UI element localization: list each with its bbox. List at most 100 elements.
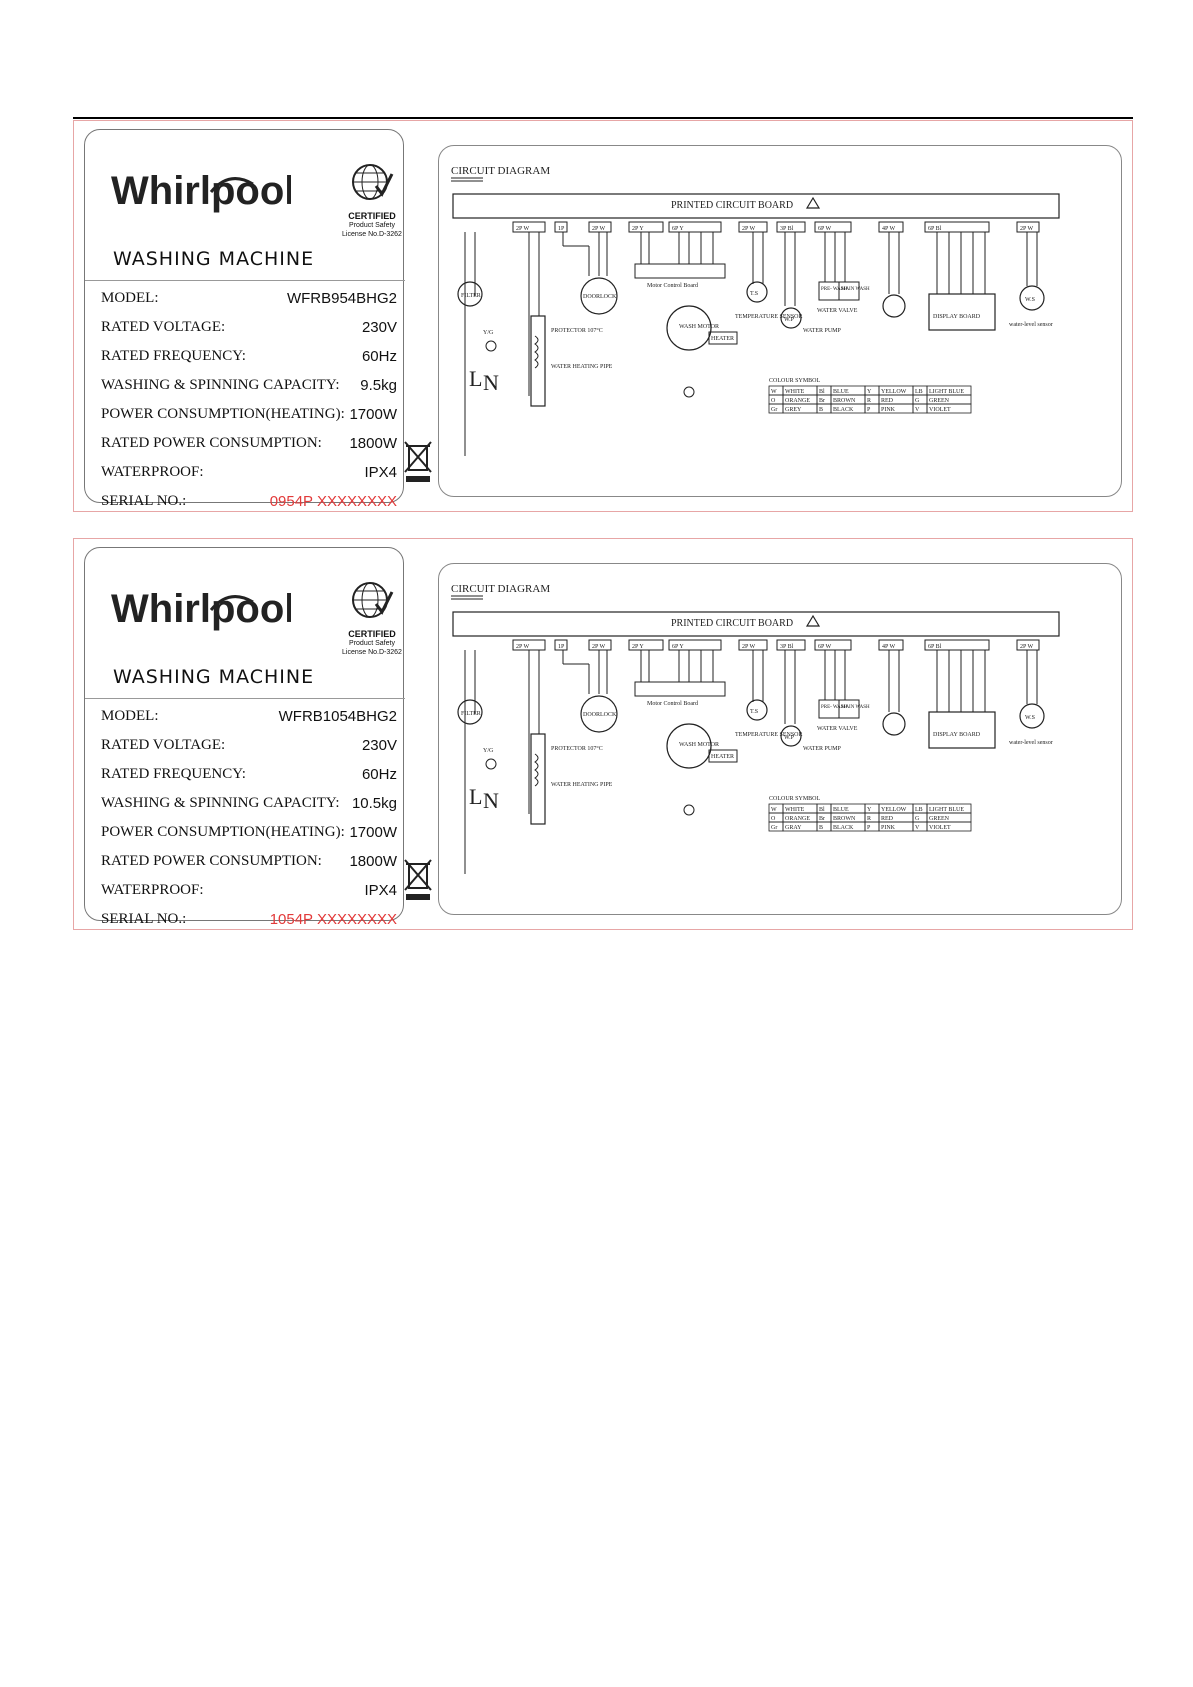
connector-label: 3P Bl — [780, 644, 794, 650]
spec-value: 230V — [361, 737, 397, 754]
colour-cell-text: GREEN — [929, 398, 950, 404]
connector-label: 6P Y — [672, 226, 684, 232]
colour-symbol-title: COLOUR SYMBOL — [769, 796, 821, 802]
temp-sensor-symbol — [746, 281, 768, 303]
ws-sensor-symbol — [882, 712, 906, 736]
ts-label: T.S — [750, 709, 758, 715]
display-board-box — [928, 711, 996, 749]
spec-row: MODEL:WFRB1054BHG2 — [101, 708, 397, 732]
colour-cell-text: G — [915, 816, 920, 822]
connector-label: 3P Bl — [780, 226, 794, 232]
spec-separator — [85, 698, 405, 699]
colour-cell-text: PINK — [881, 825, 896, 831]
nameplate: Whirlpool WASHING MACHINE CERTIFIED Prod… — [84, 547, 432, 928]
spec-row: MODEL:WFRB954BHG2 — [101, 290, 397, 314]
mainwash-label: MAIN WASH — [841, 705, 870, 710]
filter-symbol — [457, 699, 483, 725]
connector-label: 1P — [558, 644, 565, 650]
spec-value: WFRB1054BHG2 — [278, 708, 397, 725]
colour-cell-text: Gr — [771, 407, 777, 413]
board-label: PRINTED CIRCUIT BOARD — [671, 618, 793, 629]
spec-key: POWER CONSUMPTION(HEATING): — [101, 824, 345, 840]
spec-separator — [85, 280, 405, 281]
colour-cell-text: VIOLET — [929, 825, 951, 831]
svg-text:Whirlpool: Whirlpool — [111, 169, 291, 213]
colour-cell-text: BLUE — [833, 807, 849, 813]
connector-label: 2P W — [592, 226, 606, 232]
water-valve-label: WATER VALVE — [817, 308, 858, 314]
live-terminal: L — [469, 784, 482, 809]
colour-cell-text: G — [915, 398, 920, 404]
colour-cell-text: O — [771, 816, 776, 822]
colour-cell-text: B — [819, 825, 823, 831]
colour-cell-text: RED — [881, 398, 894, 404]
colour-cell-text: LB — [915, 389, 923, 395]
wp-label: W.P — [784, 735, 795, 741]
connector-label: 6P Bl — [928, 226, 942, 232]
colour-cell-text: W — [771, 389, 777, 395]
connector-box — [814, 221, 852, 233]
colour-cell-text: PINK — [881, 407, 896, 413]
spec-row: WATERPROOF:IPX4 — [101, 882, 397, 906]
water-pump-symbol — [780, 307, 802, 329]
top-rule — [73, 117, 1133, 119]
spec-value: 230V — [361, 319, 397, 336]
spec-row: POWER CONSUMPTION(HEATING):1700W — [101, 824, 397, 848]
circuit-diagram: CIRCUIT DIAGRAM PRINTED CIRCUIT BOARD 2P… — [438, 563, 1122, 915]
doorlock-symbol — [580, 695, 618, 733]
spec-row: WASHING & SPINNING CAPACITY:10.5kg — [101, 795, 397, 819]
colour-cell-text: BROWN — [833, 398, 856, 404]
connector-box — [554, 639, 568, 651]
heating-label: WATER HEATING PIPE — [551, 364, 613, 370]
connector-box — [588, 639, 612, 651]
colour-cell-text: ORANGE — [785, 816, 810, 822]
spec-key: SERIAL NO.: — [101, 493, 187, 509]
colour-cell-text: B — [819, 407, 823, 413]
whirlpool-logo: Whirlpool — [111, 169, 291, 213]
yg-label: Y/G — [483, 748, 494, 754]
water-valve-label: WATER VALVE — [817, 726, 858, 732]
level-sensor-label: water-level sensor — [1009, 740, 1053, 746]
connector-box — [776, 221, 806, 233]
spec-value: 1054P XXXXXXXX — [269, 911, 397, 928]
spec-key: RATED VOLTAGE: — [101, 737, 226, 753]
spec-value: 1700W — [349, 406, 397, 423]
cert-sub: Product Safety — [349, 640, 395, 647]
wash-motor-label: WASH MOTOR — [679, 324, 719, 330]
connector-label: 6P W — [818, 644, 832, 650]
connector-box — [1016, 639, 1040, 651]
spec-key: WASHING & SPINNING CAPACITY: — [101, 795, 340, 811]
colour-cell-text: VIOLET — [929, 407, 951, 413]
wash-motor-symbol — [666, 305, 712, 351]
certification-mark: CERTIFIED Product Safety License No.D-32… — [331, 160, 413, 239]
mcb-label: Motor Control Board — [647, 283, 698, 289]
spec-row: RATED POWER CONSUMPTION:1800W — [101, 435, 397, 459]
product-name: WASHING MACHINE — [113, 248, 315, 270]
colour-cell — [926, 821, 972, 832]
prewash-label: PRE- WASH — [821, 705, 848, 710]
spec-value: 9.5kg — [360, 377, 397, 394]
spec-row: POWER CONSUMPTION(HEATING):1700W — [101, 406, 397, 430]
protector-label: PROTECTOR 107°C — [551, 745, 603, 752]
colour-cell-text: V — [915, 825, 920, 831]
colour-cell-text: P — [867, 825, 871, 831]
colour-cell-text: GRAY — [785, 825, 802, 831]
connector-box — [588, 221, 612, 233]
temp-sensor-label: TEMPERATURE SENSOR — [735, 732, 803, 738]
nameplate: Whirlpool WASHING MACHINE CERTIFIED Prod… — [84, 129, 432, 510]
spec-key: WATERPROOF: — [101, 464, 204, 480]
colour-cell — [926, 403, 972, 414]
spec-value: IPX4 — [364, 882, 397, 899]
connector-box — [1016, 221, 1040, 233]
rating-label-2: Whirlpool WASHING MACHINE CERTIFIED Prod… — [73, 538, 1133, 930]
colour-cell-text: WHITE — [785, 389, 805, 395]
wash-motor-label: WASH MOTOR — [679, 742, 719, 748]
level-sensor-symbol — [1019, 285, 1045, 311]
colour-cell-text: YELLOW — [881, 389, 907, 395]
connector-box — [776, 639, 806, 651]
ws-label: W.S — [1025, 297, 1035, 303]
